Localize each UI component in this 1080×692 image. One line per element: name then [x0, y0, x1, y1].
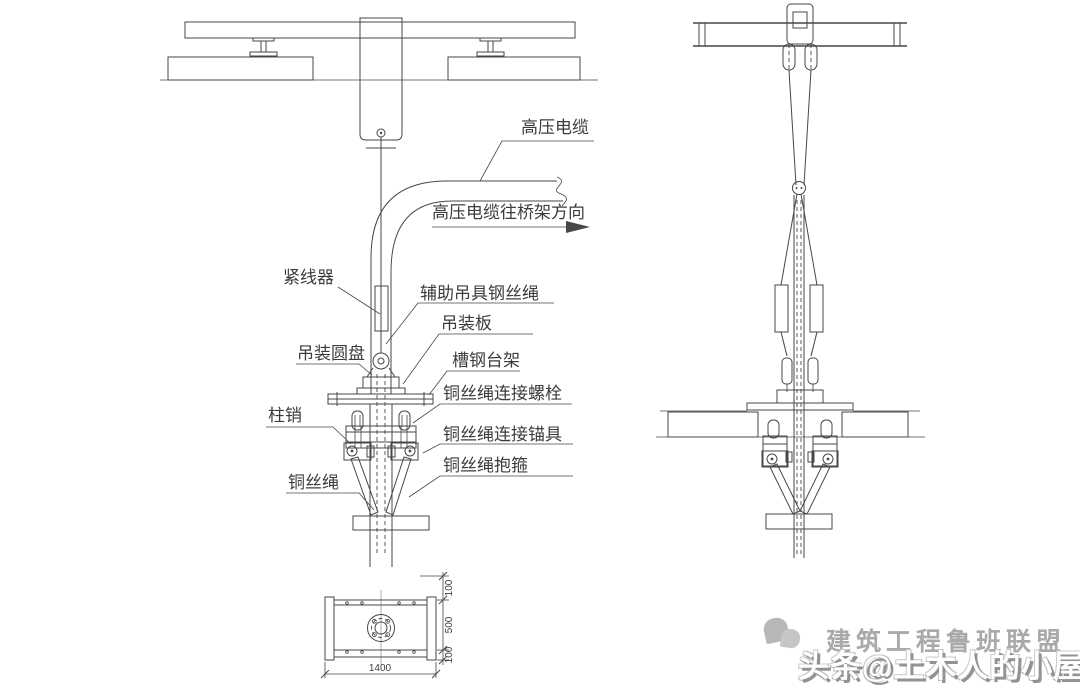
label-column-pin: 柱销 — [268, 406, 302, 425]
label-lifting-disc: 吊装圆盘 — [297, 344, 365, 363]
label-lifting-plate: 吊装板 — [441, 314, 492, 333]
front-aux-rope — [374, 137, 389, 353]
front-ceiling-beam — [184, 21, 576, 57]
side-beam — [693, 22, 907, 47]
dim-side-middle: 500 — [444, 616, 455, 633]
label-hv-cable-direction: 高压电缆往桥架方向 — [432, 203, 585, 222]
plan-dim-right: 100 500 100 — [420, 571, 455, 665]
front-pole — [369, 374, 393, 567]
front-view: 高压电缆 高压电缆往桥架方向 紧线器 辅助吊具钢丝绳 吊装板 吊装圆盘 槽钢台架… — [160, 17, 598, 567]
label-hv-cable: 高压电缆 — [521, 118, 589, 137]
side-pedestal-floor — [656, 389, 925, 438]
side-pole — [793, 195, 805, 558]
front-callouts: 高压电缆 高压电缆往桥架方向 紧线器 辅助吊具钢丝绳 吊装板 吊装圆盘 槽钢台架… — [266, 118, 594, 511]
label-rope-anchor: 铜丝绳连接锚具 — [443, 425, 562, 444]
plan-flange — [367, 614, 395, 642]
front-concrete-slabs — [160, 56, 598, 81]
side-view — [656, 3, 925, 558]
dim-side-top: 100 — [444, 579, 455, 596]
dim-side-bottom: 100 — [444, 646, 455, 663]
side-anchor-assembly — [761, 419, 839, 530]
label-rope-hoop: 铜丝绳抱箍 — [443, 456, 528, 475]
front-rope-clamps — [350, 456, 430, 531]
front-pedestal — [327, 376, 434, 406]
side-ropes — [774, 69, 824, 392]
front-anchor-assembly — [343, 410, 419, 461]
label-rope-bolt: 铜丝绳连接螺栓 — [443, 384, 562, 403]
plan-dim-bottom: 1400 — [320, 662, 441, 679]
plan-view: 100 500 100 1400 — [320, 571, 455, 679]
front-hv-cable — [370, 176, 567, 394]
direction-arrow-icon — [566, 221, 590, 233]
dim-plan-width: 1400 — [369, 663, 392, 674]
plan-bolt-marks — [345, 601, 416, 654]
label-channel-stand: 槽钢台架 — [452, 351, 520, 370]
watermark-byline: 头条@土木人的小屋 — [798, 649, 1080, 684]
side-top-fitting — [782, 3, 818, 71]
label-aux-sling-rope: 辅助吊具钢丝绳 — [420, 284, 539, 303]
watermark-brand: 建筑工程鲁班联盟 — [826, 628, 1067, 656]
label-wire-rope: 铜丝绳 — [288, 473, 339, 492]
label-tensioner: 紧线器 — [283, 268, 334, 287]
